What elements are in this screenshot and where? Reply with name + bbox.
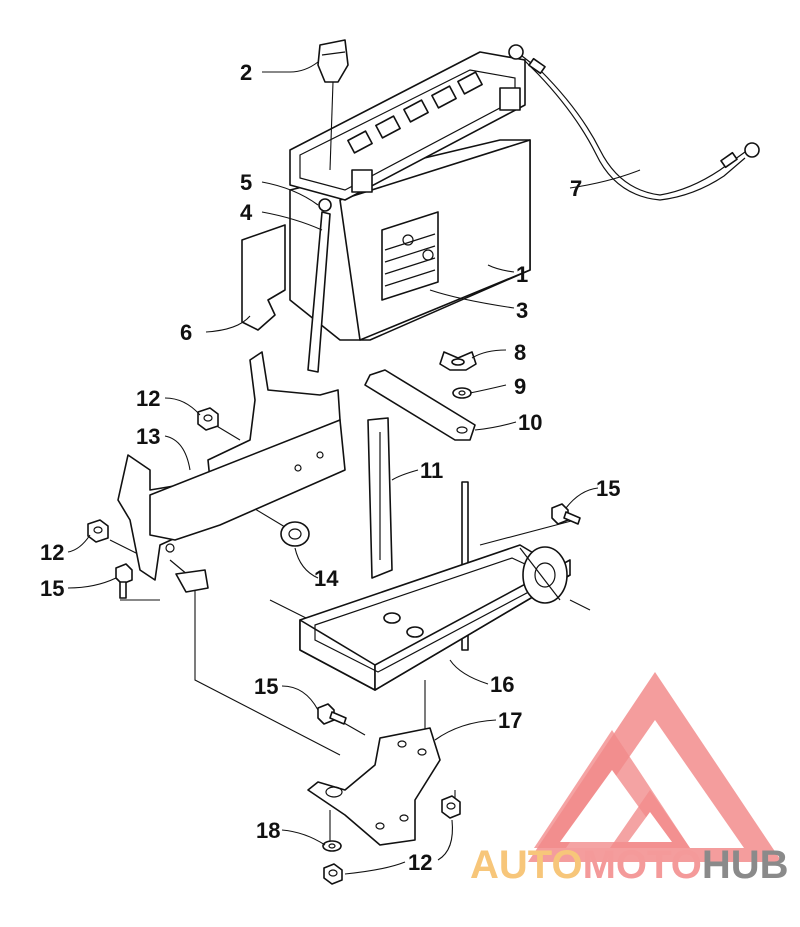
battery-label xyxy=(381,211,439,301)
callout-11: 11 xyxy=(420,458,443,483)
bolt-15-left xyxy=(115,563,133,599)
callout-7: 7 xyxy=(570,176,582,201)
callout-5: 5 xyxy=(240,170,252,195)
callout-17: 17 xyxy=(498,708,522,733)
bolt-15-right xyxy=(551,503,581,525)
washer-18 xyxy=(322,840,342,852)
battery-terminal-negative xyxy=(499,87,521,111)
callout-15c: 15 xyxy=(254,674,278,699)
wing-nut xyxy=(439,351,477,371)
callout-13: 13 xyxy=(136,424,160,449)
callout-15a: 15 xyxy=(40,576,64,601)
vent-hose xyxy=(307,211,331,373)
battery-tray xyxy=(299,544,571,691)
battery xyxy=(289,51,531,341)
watermark-text: AUTOMOTOHUB xyxy=(470,843,789,887)
callout-2: 2 xyxy=(240,60,252,85)
callout-15b: 15 xyxy=(596,476,620,501)
j-bolt xyxy=(367,417,393,579)
leader-lines xyxy=(67,61,641,875)
lower-bracket xyxy=(307,727,441,846)
callout-18: 18 xyxy=(256,818,280,843)
washer-9 xyxy=(452,387,472,399)
battery-vent-caps xyxy=(347,71,483,154)
mounting-bracket xyxy=(117,351,346,593)
callout-9: 9 xyxy=(514,374,526,399)
nut-12-upper xyxy=(197,407,219,431)
vent-plug xyxy=(317,39,349,171)
bolt-15-lower xyxy=(317,703,347,725)
watermark-auto: AUTO xyxy=(470,843,583,887)
watermark-logo xyxy=(528,672,782,862)
watermark-moto: MOTO xyxy=(583,843,702,887)
callout-14: 14 xyxy=(314,566,339,591)
ground-cable xyxy=(508,44,760,201)
nut-12-bottom-left xyxy=(323,863,343,885)
callout-12b: 12 xyxy=(40,540,64,565)
callout-12a: 12 xyxy=(136,386,160,411)
battery-pad xyxy=(241,224,286,331)
nut-12-bottom-right xyxy=(441,795,461,819)
callout-1: 1 xyxy=(516,262,528,287)
battery-terminal-positive xyxy=(351,169,373,193)
callout-12c: 12 xyxy=(408,850,432,875)
vent-fitting xyxy=(318,198,332,212)
callout-4: 4 xyxy=(240,200,253,225)
hold-down-strap xyxy=(364,369,476,441)
grommet xyxy=(280,521,310,547)
watermark-hub: HUB xyxy=(702,843,789,887)
callout-10: 10 xyxy=(518,410,542,435)
callout-6: 6 xyxy=(180,320,192,345)
callout-labels: 2 5 4 6 7 1 3 8 9 10 11 12 13 12 15 14 1… xyxy=(40,60,620,875)
callout-8: 8 xyxy=(514,340,526,365)
callout-3: 3 xyxy=(516,298,528,323)
nut-12-left xyxy=(87,519,109,543)
callout-16: 16 xyxy=(490,672,514,697)
